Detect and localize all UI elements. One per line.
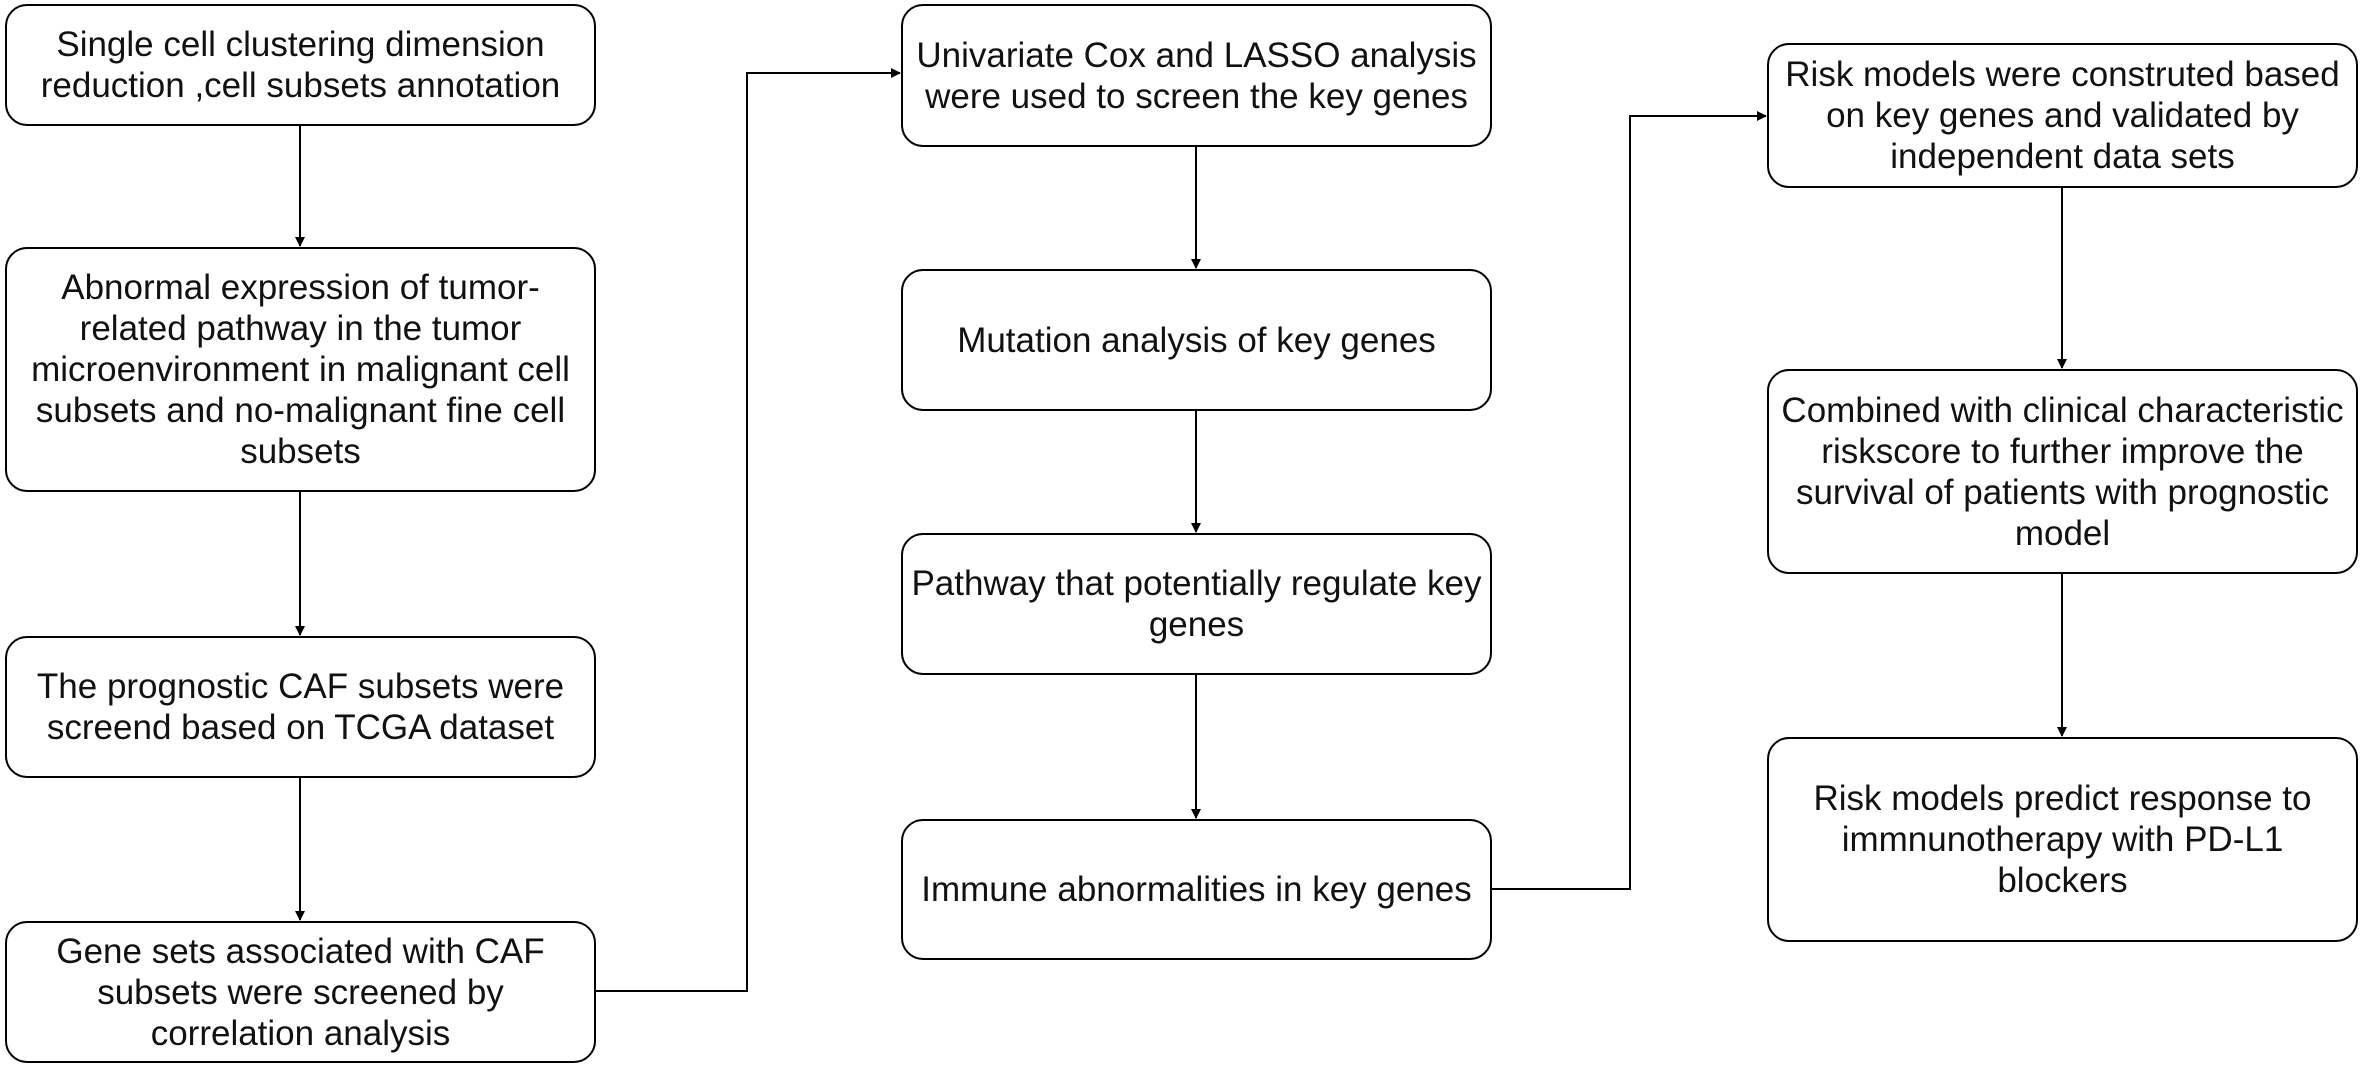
node-abnormal-expression-text: Abnormal expression of tumor-related pat… bbox=[31, 268, 570, 471]
node-pathway-text: Pathway that potentially regulate key ge… bbox=[911, 564, 1482, 644]
node-mutation-text: Mutation analysis of key genes bbox=[957, 320, 1436, 360]
node-cox-lasso-text: Univariate Cox and LASSO analysis were u… bbox=[916, 35, 1477, 116]
edge-gene-sets-to-cox-lasso bbox=[595, 68, 901, 992]
node-gene-sets: Gene sets associated with CAF subsets we… bbox=[5, 921, 596, 1063]
edge-immune-to-risk-models bbox=[1492, 111, 1767, 890]
node-immune: Immune abnormalities in key genes bbox=[901, 819, 1492, 960]
node-immunotherapy: Risk models predict response to immnunot… bbox=[1767, 737, 2358, 942]
node-abnormal-expression: Abnormal expression of tumor-related pat… bbox=[5, 247, 596, 492]
node-gene-sets-text: Gene sets associated with CAF subsets we… bbox=[56, 931, 545, 1053]
node-immunotherapy-text: Risk models predict response to immnunot… bbox=[1813, 779, 2312, 900]
node-pathway: Pathway that potentially regulate key ge… bbox=[901, 533, 1492, 675]
node-prognostic-caf: The prognostic CAF subsets were screend … bbox=[5, 636, 596, 778]
node-risk-models: Risk models were construted based on key… bbox=[1767, 43, 2358, 188]
node-immune-text: Immune abnormalities in key genes bbox=[921, 870, 1472, 909]
node-combined: Combined with clinical characteristic ri… bbox=[1767, 369, 2358, 574]
node-risk-models-text: Risk models were construted based on key… bbox=[1785, 55, 2340, 176]
node-prognostic-caf-text: The prognostic CAF subsets were screend … bbox=[36, 667, 565, 747]
node-cox-lasso: Univariate Cox and LASSO analysis were u… bbox=[901, 4, 1492, 147]
node-combined-text: Combined with clinical characteristic ri… bbox=[1781, 390, 2344, 553]
node-single-cell-text: Single cell clustering dimension reducti… bbox=[40, 25, 561, 105]
node-mutation: Mutation analysis of key genes bbox=[901, 269, 1492, 411]
node-single-cell: Single cell clustering dimension reducti… bbox=[5, 4, 596, 126]
